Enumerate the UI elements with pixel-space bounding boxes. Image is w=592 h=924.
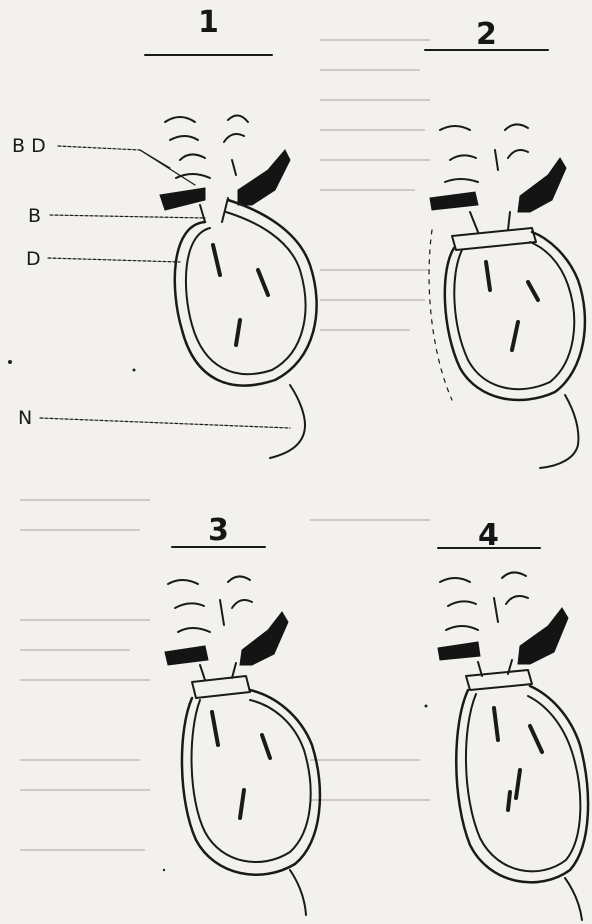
background-texture	[20, 40, 430, 850]
panel-4: 4	[438, 518, 588, 920]
panel-3: 3	[165, 513, 320, 915]
panel-2-dark-bar-right	[518, 158, 566, 212]
panel-1-dark-bar-right	[238, 150, 290, 205]
panel-2: 2	[425, 17, 585, 468]
panel-4-brain-folds	[440, 572, 528, 630]
panel-3-cap	[192, 676, 250, 698]
leader-n	[40, 418, 290, 428]
panel-number-3: 3	[208, 513, 229, 548]
panel-4-body	[466, 694, 580, 871]
panel-3-neck	[290, 870, 306, 915]
panel-number-1: 1	[198, 5, 219, 40]
panel-1-stalk	[200, 198, 228, 222]
panel-2-internal-marks	[486, 262, 538, 350]
panel-2-cap	[452, 228, 536, 250]
panel-2-neck	[540, 395, 578, 468]
panel-2-bridge	[470, 212, 510, 232]
panel-1: 1 B D B D N	[12, 5, 317, 458]
panel-1-dark-bar-left	[160, 188, 205, 210]
label-d: D	[26, 248, 41, 270]
leader-d	[48, 258, 180, 262]
label-n: N	[18, 407, 32, 429]
leader-bd-1	[58, 146, 140, 150]
panel-1-neck	[270, 385, 305, 458]
panel-3-dark-bar-right	[240, 612, 288, 665]
specks	[8, 360, 428, 871]
panel-4-dark-bar-left	[438, 642, 480, 660]
label-bd: B D	[12, 135, 46, 157]
panel-3-internal-marks	[212, 712, 270, 818]
panel-2-brain-folds	[440, 124, 528, 182]
panel-2-outer-membrane	[445, 232, 585, 400]
panel-4-outer-membrane	[456, 686, 588, 882]
panel-1-brain-folds	[165, 115, 248, 178]
panel-3-outer-membrane	[182, 690, 320, 875]
panel-3-brain-folds	[168, 576, 252, 632]
panel-2-dark-bar-left	[430, 192, 478, 210]
leader-b	[50, 215, 205, 218]
panel-3-body	[192, 700, 311, 862]
panel-3-dark-bar-left	[165, 646, 208, 665]
label-b: B	[28, 205, 41, 227]
panel-number-2: 2	[476, 17, 497, 52]
panel-4-neck	[565, 878, 582, 920]
panel-1-internal-marks	[213, 245, 268, 345]
panel-1-outer-membrane	[175, 200, 317, 386]
panel-4-internal-marks	[494, 708, 542, 810]
panel-2-body	[454, 242, 574, 389]
panel-2-dashed-outline	[429, 230, 452, 400]
panel-4-cap	[466, 670, 532, 690]
panel-1-body	[186, 212, 306, 374]
panel-4-dark-bar-right	[518, 608, 568, 664]
